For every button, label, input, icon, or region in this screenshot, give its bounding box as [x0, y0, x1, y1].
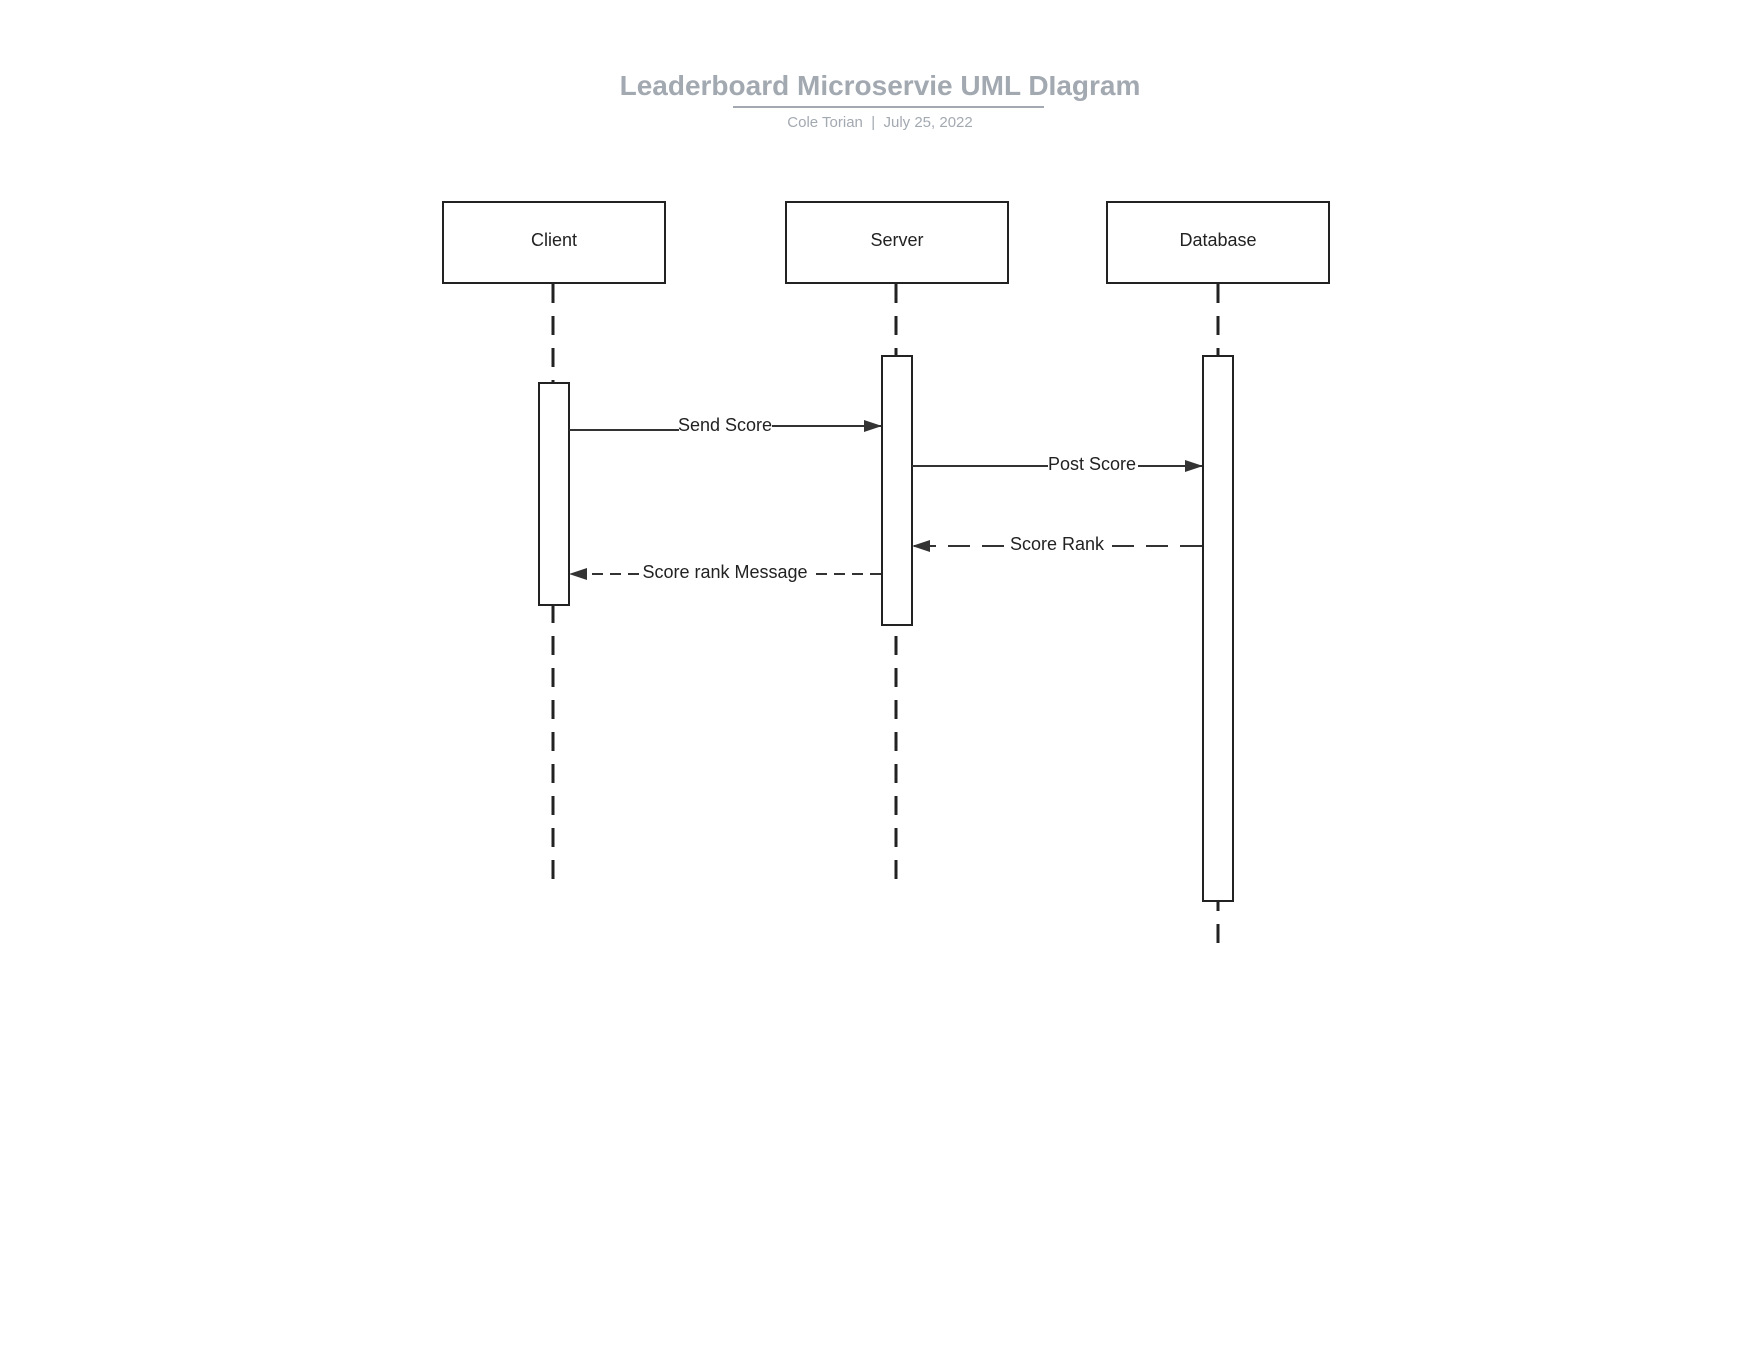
participant-server[interactable]: Server [785, 201, 1009, 284]
participant-database[interactable]: Database [1106, 201, 1330, 284]
subtitle-separator: | [871, 114, 876, 131]
participant-label-client: Client [531, 230, 577, 250]
message-send-score: Send Score [569, 415, 882, 435]
participant-label-database: Database [1179, 230, 1256, 250]
author-name: Cole Torian [787, 114, 863, 131]
participant-label-server: Server [870, 230, 923, 250]
participant-client[interactable]: Client [442, 201, 666, 284]
message-label-score-rank: Score Rank [1010, 534, 1105, 554]
activation-bar-database [1202, 355, 1234, 902]
page-title: Leaderboard Microservie UML DIagram [619, 70, 1141, 101]
message-post-score: Post Score [912, 454, 1203, 474]
message-label-score-rank-message: Score rank Message [642, 562, 807, 582]
message-score-rank: Score Rank [912, 534, 1202, 554]
message-label-send-score: Send Score [678, 415, 772, 435]
activation-bar-client [538, 382, 570, 606]
page-subtitle: Cole Torian | July 25, 2022 [0, 113, 1760, 133]
document-date: July 25, 2022 [883, 114, 973, 131]
message-label-post-score: Post Score [1048, 454, 1136, 474]
activation-bar-server [881, 355, 913, 626]
message-score-rank-message: Score rank Message [569, 562, 881, 582]
diagram-header: Leaderboard Microservie UML DIagram Cole… [0, 0, 1760, 150]
title-underline [733, 106, 1044, 108]
